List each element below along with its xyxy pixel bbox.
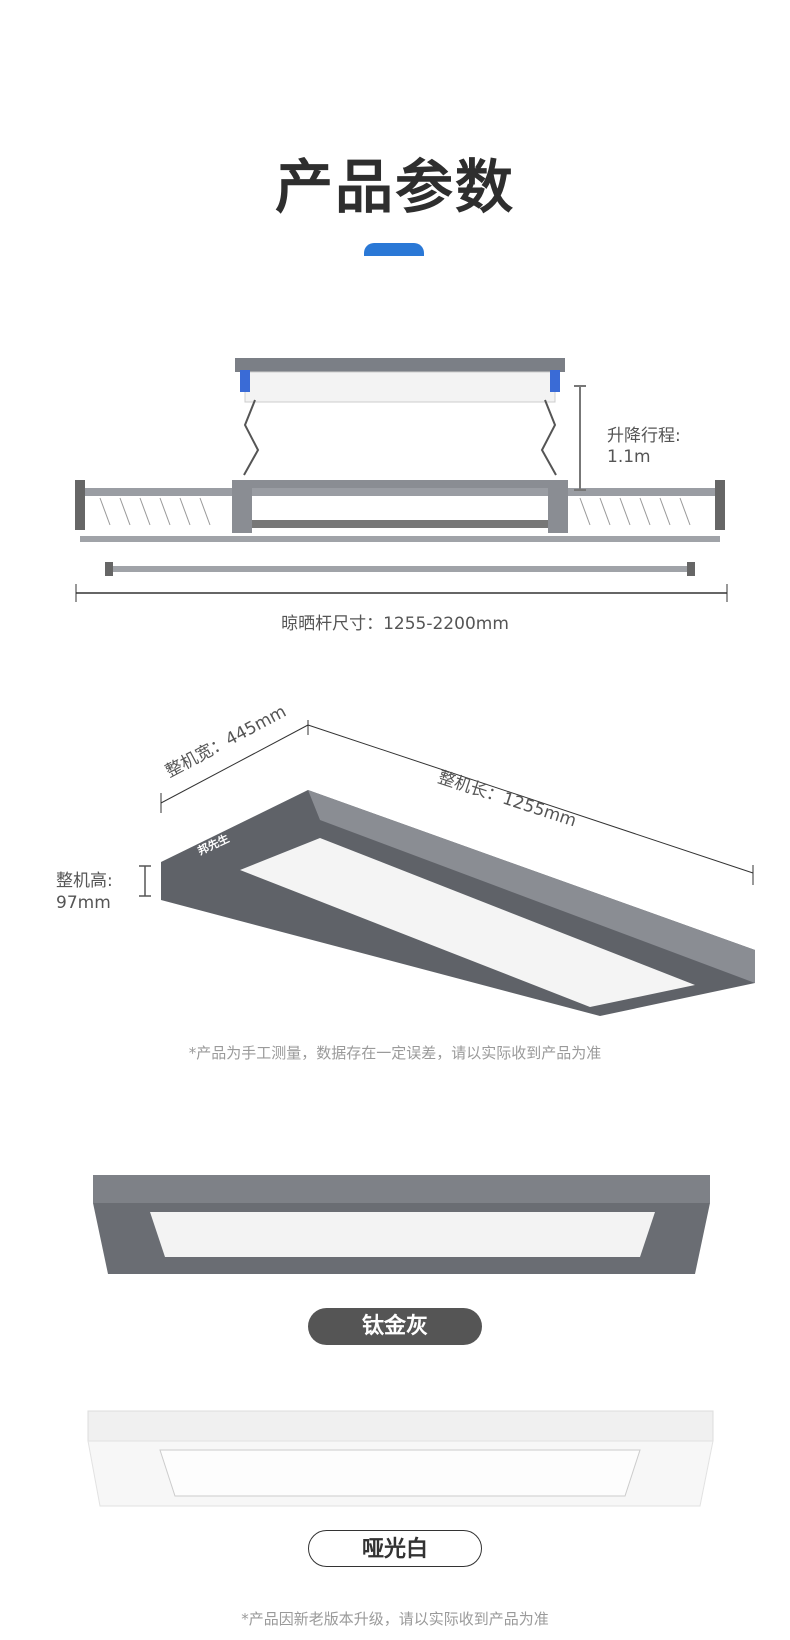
color-option-matte-white[interactable]: 哑光白 xyxy=(308,1530,482,1567)
height-label: 整机高: xyxy=(56,871,113,891)
page-title: 产品参数 xyxy=(274,153,515,221)
lift-label: 升降行程: xyxy=(607,426,681,446)
measurement-note: *产品为手工测量，数据存在一定误差，请以实际收到产品为准 xyxy=(188,1044,602,1062)
lift-value: 1.1m xyxy=(607,447,651,467)
main-unit-image: 邦先生 xyxy=(139,720,755,1016)
title-accent-bar xyxy=(364,243,424,256)
drying-rack-image xyxy=(75,358,728,602)
color-option-titanium-gray[interactable]: 钛金灰 xyxy=(308,1308,482,1345)
titanium-gray-variant-image xyxy=(93,1175,710,1274)
version-note: *产品因新老版本升级，请以实际收到产品为准 xyxy=(241,1610,549,1628)
rod-size-label: 晾晒杆尺寸：1255-2200mm xyxy=(281,614,509,634)
height-value: 97mm xyxy=(56,893,111,913)
matte-white-variant-image xyxy=(87,1410,714,1507)
